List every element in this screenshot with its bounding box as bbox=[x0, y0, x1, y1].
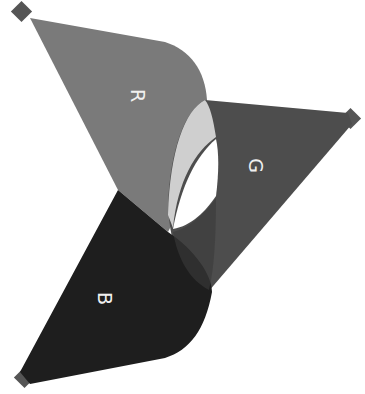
beam-label: R bbox=[128, 88, 147, 101]
beam-outline bbox=[168, 100, 352, 292]
source-diamond bbox=[11, 1, 32, 22]
overlap-dark bbox=[173, 198, 216, 290]
beam-label: B bbox=[95, 291, 114, 304]
beam-label: G bbox=[245, 158, 264, 173]
